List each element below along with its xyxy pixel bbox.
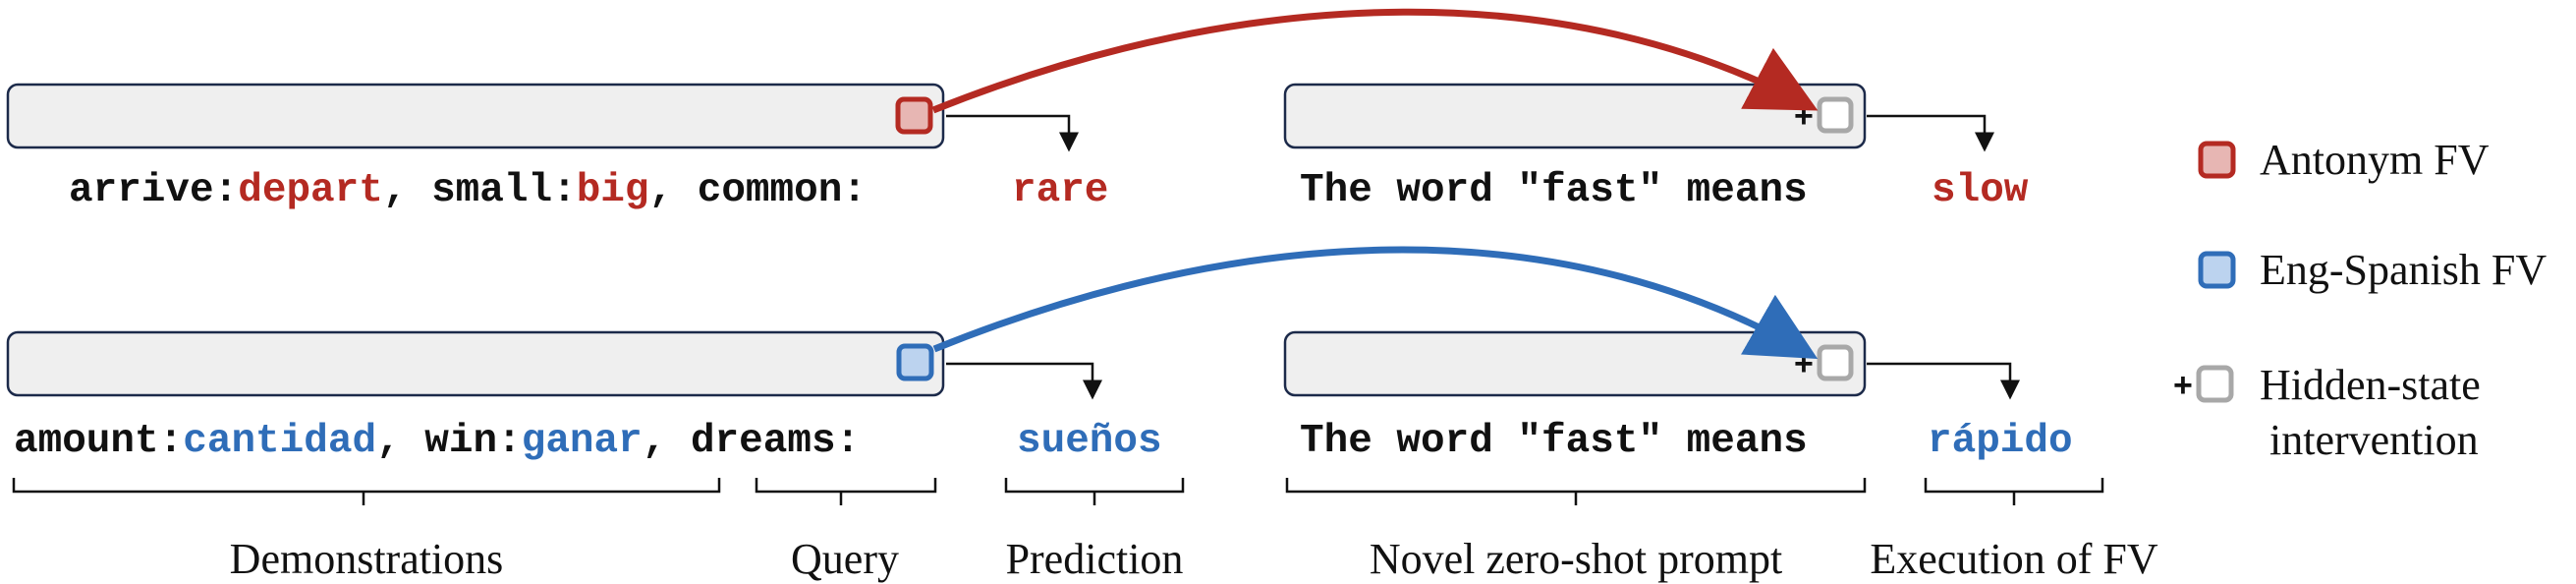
row2-output-connector xyxy=(1867,362,2020,400)
label-query: Query xyxy=(791,535,899,583)
row1-antonym-fv-arrow xyxy=(931,8,1819,114)
row1-prompt-segment: : xyxy=(214,168,239,213)
legend: Antonym FV Eng-Spanish FV + Hidden-state… xyxy=(2173,136,2547,464)
row2-prompt-segment: , win xyxy=(376,419,497,464)
query-brace xyxy=(755,478,937,505)
label-execution: Execution of FV xyxy=(1870,535,2158,583)
legend-antonym-swatch xyxy=(2198,141,2236,179)
row2-prompt-segment: : xyxy=(159,419,184,464)
execution-brace xyxy=(1924,478,2104,505)
row1-prompt-segment: depart xyxy=(238,168,383,213)
row1-prompt-segment: arrive xyxy=(69,168,214,213)
novel-prompt-brace xyxy=(1285,478,1867,505)
legend-spanish-label: Eng-Spanish FV xyxy=(2260,246,2547,294)
label-prediction: Prediction xyxy=(1006,535,1184,583)
row2-zero-shot-bar xyxy=(1283,330,1867,397)
row2-spanish-fv-square xyxy=(896,343,934,381)
row2-prompt-text: amount:cantidad, win:ganar, dreams: xyxy=(14,419,860,464)
prediction-brace xyxy=(1004,478,1185,505)
row1-prompt-segment: , small xyxy=(383,168,552,213)
row2-prediction: sueños xyxy=(1017,419,1162,464)
row1-hidden-state-square xyxy=(1817,96,1854,134)
row1-prompt-text: arrive:depart, small:big, common: xyxy=(69,168,867,213)
row2-zero-shot-text: The word "fast" means xyxy=(1300,419,1808,464)
row1-prediction: rare xyxy=(1012,168,1108,213)
row1-zero-shot-bar xyxy=(1283,83,1867,149)
row1-output: slow xyxy=(1932,168,2029,213)
legend-plus-sign: + xyxy=(2173,367,2193,404)
row2-prompt-segment: amount xyxy=(14,419,159,464)
row2-prompt-bar xyxy=(6,330,945,397)
row2-prompt-segment: : xyxy=(497,419,522,464)
demonstrations-brace xyxy=(12,478,721,505)
row1-prediction-connector xyxy=(946,114,1079,152)
row1-prompt-segment: : xyxy=(552,168,577,213)
row2-prompt-segment: cantidad xyxy=(183,419,376,464)
label-novel-prompt: Novel zero-shot prompt xyxy=(1370,535,1782,583)
row1-prompt-segment: big xyxy=(577,168,649,213)
row1-antonym-fv-square xyxy=(895,96,933,135)
legend-hidden-label-line2: intervention xyxy=(2269,416,2479,464)
row1-prompt-bar xyxy=(6,83,945,149)
row2-prompt-segment: ganar xyxy=(522,419,643,464)
row1-output-connector xyxy=(1867,114,1994,152)
row1-prompt-segment: , common: xyxy=(649,168,867,213)
legend-spanish-swatch xyxy=(2198,251,2236,289)
row2-prompt-segment: , dreams: xyxy=(643,419,860,464)
row2-prediction-connector xyxy=(946,362,1102,400)
legend-hidden-swatch xyxy=(2196,365,2234,403)
row2-hidden-state-square xyxy=(1817,344,1854,381)
legend-hidden-label-line1: Hidden-state xyxy=(2260,361,2481,409)
row2-spanish-fv-arrow xyxy=(932,246,1819,359)
label-demonstrations: Demonstrations xyxy=(230,535,504,583)
row1-zero-shot-text: The word "fast" means xyxy=(1300,168,1808,213)
legend-antonym-label: Antonym FV xyxy=(2260,136,2490,184)
row2-output: rápido xyxy=(1928,419,2073,464)
